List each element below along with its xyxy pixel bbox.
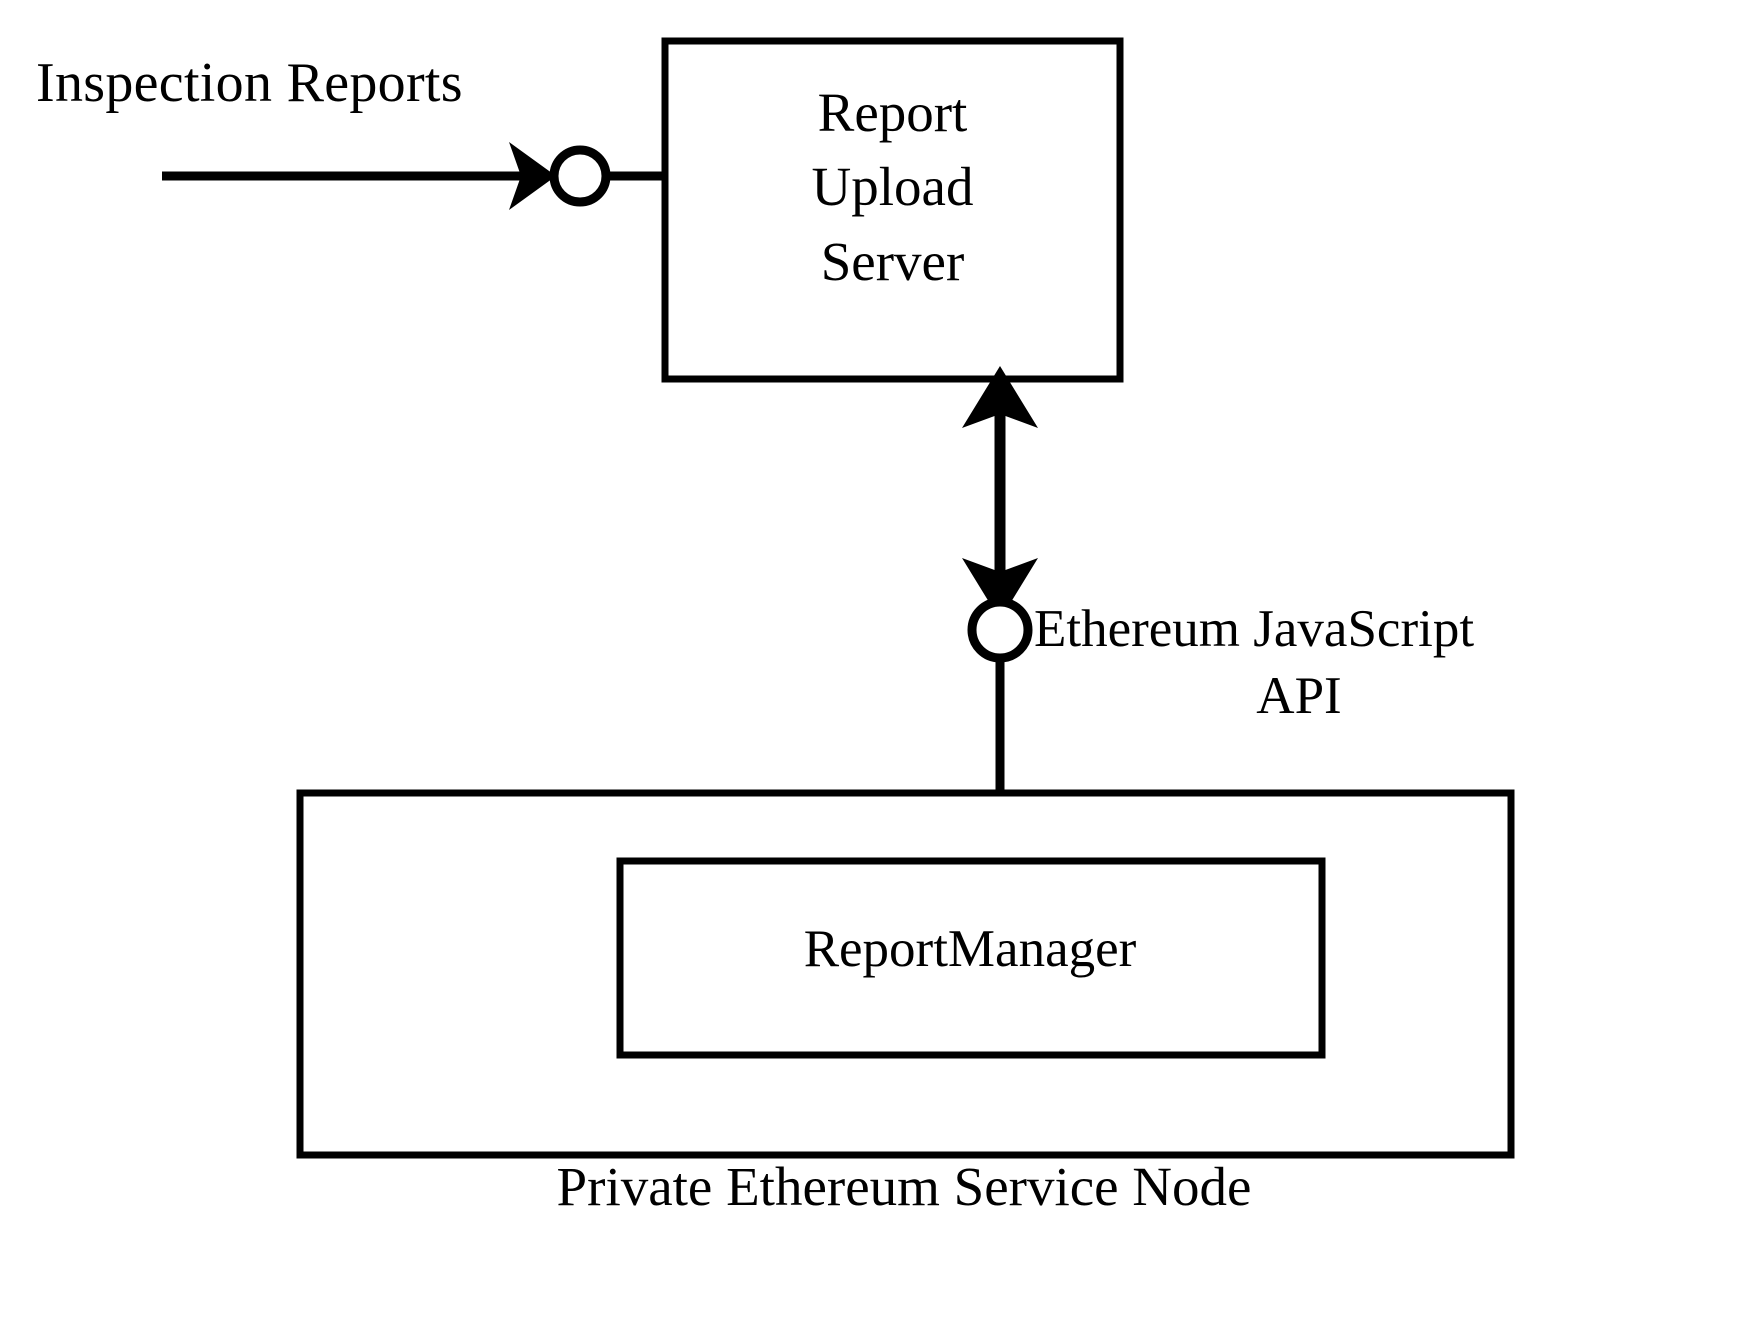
report-manager-box: [616, 857, 1326, 1059]
ethereum-api-lollipop: [967, 597, 1033, 793]
private-ethereum-service-node-label: Private Ethereum Service Node: [556, 1156, 1252, 1217]
report-manager-label: ReportManager: [803, 920, 1137, 978]
ethereum-javascript-api-label-line-2: API: [1256, 666, 1342, 725]
upload-interface-circle-icon: [549, 145, 611, 207]
ethereum-javascript-api-label-line-1: Ethereum JavaScript: [1034, 600, 1475, 658]
inspection-reports-arrow: [162, 142, 556, 210]
ethereum-api-arrow: [962, 366, 1038, 620]
inspection-reports-label: Inspection Reports: [36, 52, 463, 114]
ethereum-api-arrow-head-down-icon: [962, 558, 1038, 620]
ethereum-api-interface-circle-icon: [967, 597, 1033, 663]
upload-interface-lollipop: [549, 145, 665, 207]
ethereum-api-arrow-head-up-icon: [962, 366, 1038, 428]
report-upload-server-label-line-1: Report: [817, 82, 968, 143]
report-upload-server-label-line-3: Server: [820, 230, 965, 292]
report-upload-server-box: [661, 37, 1124, 383]
report-upload-server-label-line-2: Upload: [811, 156, 974, 218]
private-ethereum-service-node-box: [296, 789, 1515, 1159]
inspection-reports-arrow-head-icon: [509, 142, 556, 210]
